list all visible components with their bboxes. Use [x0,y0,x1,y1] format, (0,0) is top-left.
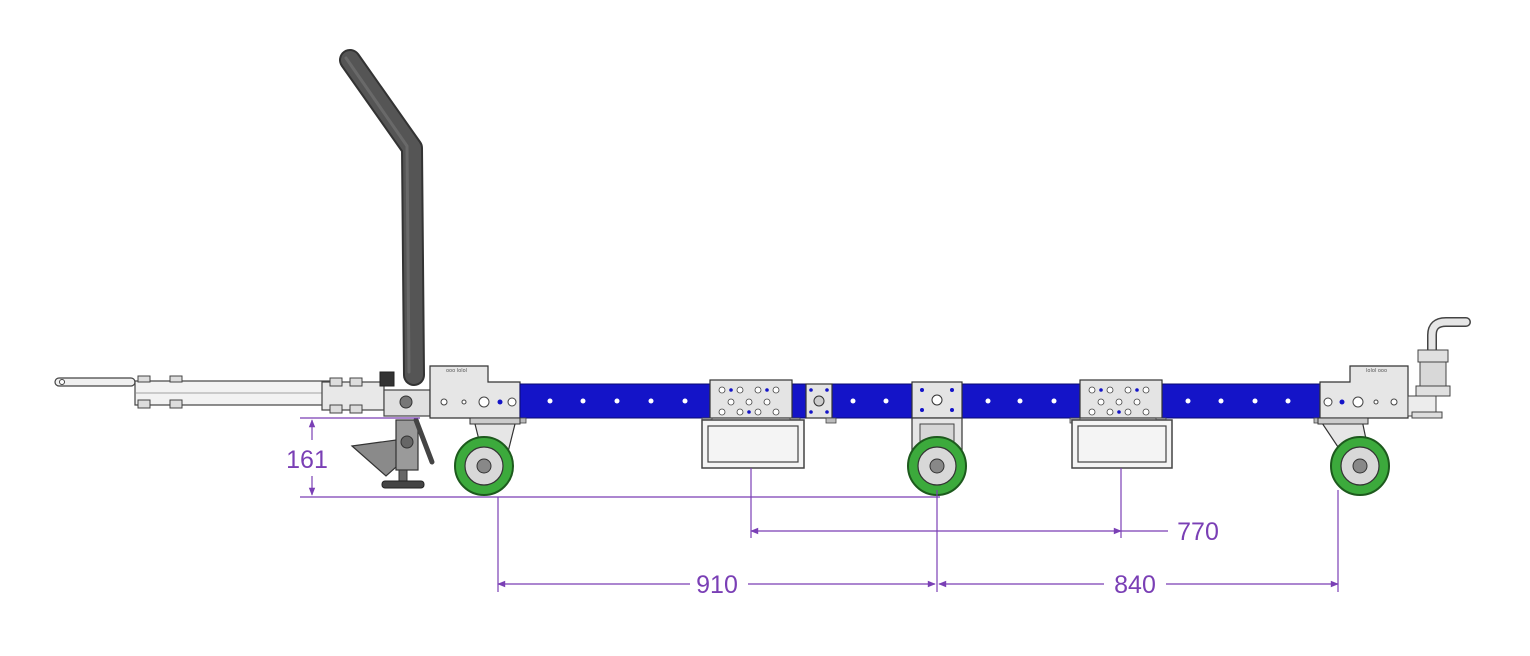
floor-lock-block-right [1071,419,1173,469]
dimension-label-770: 770 [1177,518,1219,546]
dimension-lines [300,417,1339,592]
tow-bar [54,371,431,417]
svg-text:lolol ooo: lolol ooo [1366,368,1387,374]
hitch-coupler-icon [1407,317,1471,419]
floor-lock-block-left [701,419,805,469]
main-frame: ooo lolol [429,365,1409,424]
castor-wheel-icon [454,417,521,496]
dimension-label-840: 840 [1114,571,1156,599]
floor-brake-icon [350,417,435,489]
svg-text:ooo lolol: ooo lolol [446,368,467,374]
castor-wheel-icon [907,417,967,496]
dimension-label-161: 161 [286,446,328,474]
tow-handle-icon [339,49,425,386]
castor-wheel-icon [1317,417,1390,496]
dimension-label-910: 910 [696,571,738,599]
